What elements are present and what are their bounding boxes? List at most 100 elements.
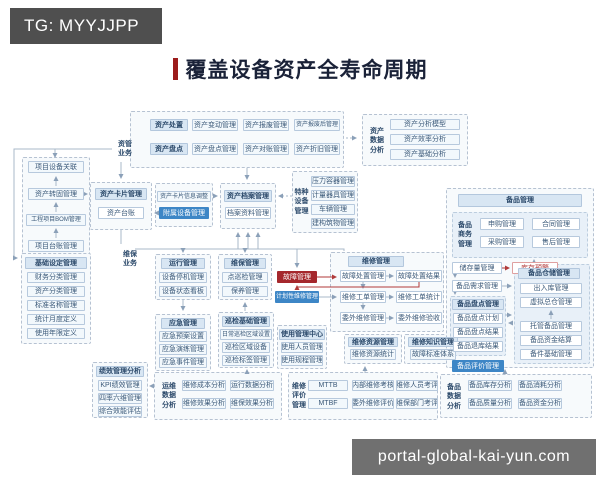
group-operation-mgmt: 运行管理 (161, 258, 205, 269)
box-repair-workorder-stats: 维修工单统计 (396, 291, 442, 303)
box-inspection-area-equipment: 巡检区域设备 (222, 342, 270, 353)
box-emergency-event-mgmt: 应急事件管理 (159, 357, 207, 368)
box-outsourced-repair-evaluation: 委外维修评价 (352, 398, 394, 409)
box-asset-post-scrap-mgmt: 资产报废后管理 (294, 119, 340, 131)
box-outsourced-repair-acceptance: 委外维修验收 (396, 312, 442, 324)
box-spare-quality-analysis: 备品质量分析 (468, 398, 512, 409)
label-spare-commerce: 备品 商务 管理 (458, 221, 472, 248)
box-equipment-downtime-mgmt: 设备停机管理 (159, 272, 207, 283)
label-om-analysis: 运维 数据 分析 (162, 382, 176, 409)
box-equipment-status-board: 设备状态看板 (159, 286, 207, 297)
page-title-row: 覆盖设备资产全寿命周期 (0, 52, 600, 86)
box-measuring-instrument-mgmt: 计量器具管理 (311, 190, 355, 201)
box-project-equipment-link: 项目设备关联 (28, 161, 84, 173)
box-spare-demand-mgmt: 备品需求管理 (452, 280, 502, 292)
group-asset-disposal: 资产处置 (150, 119, 188, 131)
box-spare-evaluation-mgmt: 备品评价管理 (452, 360, 504, 372)
group-inspection-base-mgmt: 巡检基础管理 (222, 316, 270, 327)
box-maintenance-care-mgmt: 保养管理 (222, 286, 268, 297)
box-kpi-performance-mgmt: KPI绩效管理 (98, 380, 142, 391)
box-daily-inspection-area-setting: 日常巡检区域设置 (220, 329, 272, 340)
box-asset-analysis-model: 资产分析模型 (390, 119, 460, 130)
box-spare-fund-settlement: 备品资金结算 (520, 335, 582, 346)
title-accent-bar (172, 58, 178, 80)
box-spare-stocktake-result: 备品盘点结果 (453, 327, 503, 338)
box-in-out-warehouse-mgmt: 出入库管理 (520, 283, 582, 294)
box-structure-mgmt: 建构筑物管理 (311, 218, 355, 229)
box-fault-mgmt: 故障管理 (277, 271, 317, 283)
box-repair-staff-assessment: 维修人员考评 (396, 380, 438, 391)
box-asset-base-analysis: 资产基础分析 (390, 149, 460, 160)
group-base-settings: 基础设定管理 (25, 257, 87, 269)
site-watermark-text: portal-global-kai-yun.com (377, 448, 571, 465)
tg-watermark-badge: TG: MYYJJPP (10, 8, 162, 44)
box-vehicle-mgmt: 车辆管理 (311, 204, 355, 215)
page-title: 覆盖设备资产全寿命周期 (185, 59, 428, 82)
box-card-info-adjust: 资产卡片信息调整 (157, 191, 211, 202)
box-asset-stocktake-mgmt: 资产盘点管理 (192, 143, 238, 155)
box-storage-quantity-mgmt: 储存量管理 (452, 262, 502, 274)
box-fault-handling-result: 故障处置结果 (396, 270, 442, 282)
box-fault-handling-mgmt: 故障处置管理 (340, 270, 386, 282)
box-consigned-spare-mgmt: 托管备品管理 (520, 321, 582, 332)
box-asset-capitalization: 资产转固管理 (28, 188, 84, 200)
box-service-life-definition: 使用年限定义 (27, 328, 85, 339)
group-spare-warehouse-mgmt: 备品仓储管理 (518, 268, 580, 279)
box-asset-scrap-mgmt: 资产报废管理 (243, 119, 289, 131)
box-asset-reconcile-mgmt: 资产对账管理 (243, 143, 289, 155)
box-spare-fund-analysis: 备品资金分析 (518, 398, 562, 409)
label-asset-business: 资管 业务 (118, 140, 132, 157)
box-project-bom-mgmt: 工程项目BOM管理 (26, 214, 86, 226)
box-four-rate-six-dim-mgmt: 四率六维管理 (98, 393, 142, 404)
group-asset-stocktake: 资产盘点 (150, 143, 188, 155)
box-overall-effectiveness-eval: 综合效能评估 (98, 406, 142, 417)
group-performance-analysis: 绩效管理分析 (96, 366, 144, 377)
label-repair-eval: 维修 评价 管理 (292, 382, 306, 409)
box-asset-depreciation-mgmt: 资产折旧管理 (294, 143, 340, 155)
box-usage-procedure-mgmt: 使用规程管理 (281, 355, 323, 366)
box-upkeep-dept-assessment: 维保部门考评 (396, 398, 438, 409)
group-asset-card-mgmt: 资产卡片管理 (95, 188, 147, 200)
box-pressure-vessel-mgmt: 压力容器管理 (311, 176, 355, 187)
label-spare-analysis: 备品 数据 分析 (447, 383, 461, 410)
box-outsourced-repair-mgmt: 委外维修管理 (340, 312, 386, 324)
box-project-ledger-mgmt: 项目台账管理 (28, 240, 84, 252)
box-spare-base-mgmt: 备件基础管理 (520, 349, 582, 360)
box-archive-document-mgmt: 档案资料管理 (225, 207, 271, 219)
box-asset-ledger: 资产台账 (98, 207, 144, 219)
panel-spare-analysis (440, 374, 592, 418)
group-repair-mgmt: 维修管理 (348, 256, 404, 267)
box-repair-effect-analysis: 维修效果分析 (182, 398, 226, 409)
box-planned-maintenance-mgmt: 计划性维修管理 (275, 291, 319, 303)
label-asset-analysis: 资产 数据 分析 (370, 127, 384, 154)
box-inspection-tag-mgmt: 巡检标签管理 (222, 355, 270, 366)
label-maintenance-business: 维保 业务 (123, 250, 137, 267)
group-asset-archive-mgmt: 资产档案管理 (224, 190, 272, 202)
box-standard-name-mgmt: 标准名称管理 (27, 300, 85, 311)
box-repair-workorder-mgmt: 维修工单管理 (340, 291, 386, 303)
box-upkeep-effect-analysis: 维保效果分析 (230, 398, 274, 409)
box-emergency-plan-setting: 应急预案设置 (159, 331, 207, 342)
box-spare-return-result: 备品退库结果 (453, 341, 503, 352)
box-auxiliary-equipment-mgmt: 附属设备管理 (159, 207, 209, 219)
box-user-personnel-mgmt: 使用人员管理 (281, 342, 323, 353)
box-finance-class-mgmt: 财务分类管理 (27, 272, 85, 283)
box-contract-mgmt: 合同管理 (532, 218, 580, 230)
panel-card-adjust (155, 183, 213, 227)
box-internal-repair-assessment: 内部维修考核 (352, 380, 394, 391)
group-emergency-mgmt: 应急管理 (161, 318, 205, 329)
box-repair-resource-stats: 维修资源统计 (350, 349, 396, 360)
box-asset-change-mgmt: 资产变动管理 (192, 119, 238, 131)
site-watermark-badge: portal-global-kai-yun.com (352, 439, 596, 475)
box-purchase-request-mgmt: 申购管理 (480, 218, 524, 230)
box-procurement-mgmt: 采购管理 (480, 236, 524, 248)
box-spare-consumption-analysis: 备品消耗分析 (518, 380, 562, 391)
group-spare-stocktake-mgmt: 备品盘点管理 (452, 299, 504, 310)
group-spare-mgmt: 备品管理 (458, 194, 582, 207)
box-repair-cost-analysis: 维修成本分析 (182, 380, 226, 391)
box-asset-class-mgmt: 资产分类管理 (27, 286, 85, 297)
box-stat-month-definition: 统计月度定义 (27, 314, 85, 325)
box-fault-standard-system: 故障标准体系 (410, 349, 456, 360)
